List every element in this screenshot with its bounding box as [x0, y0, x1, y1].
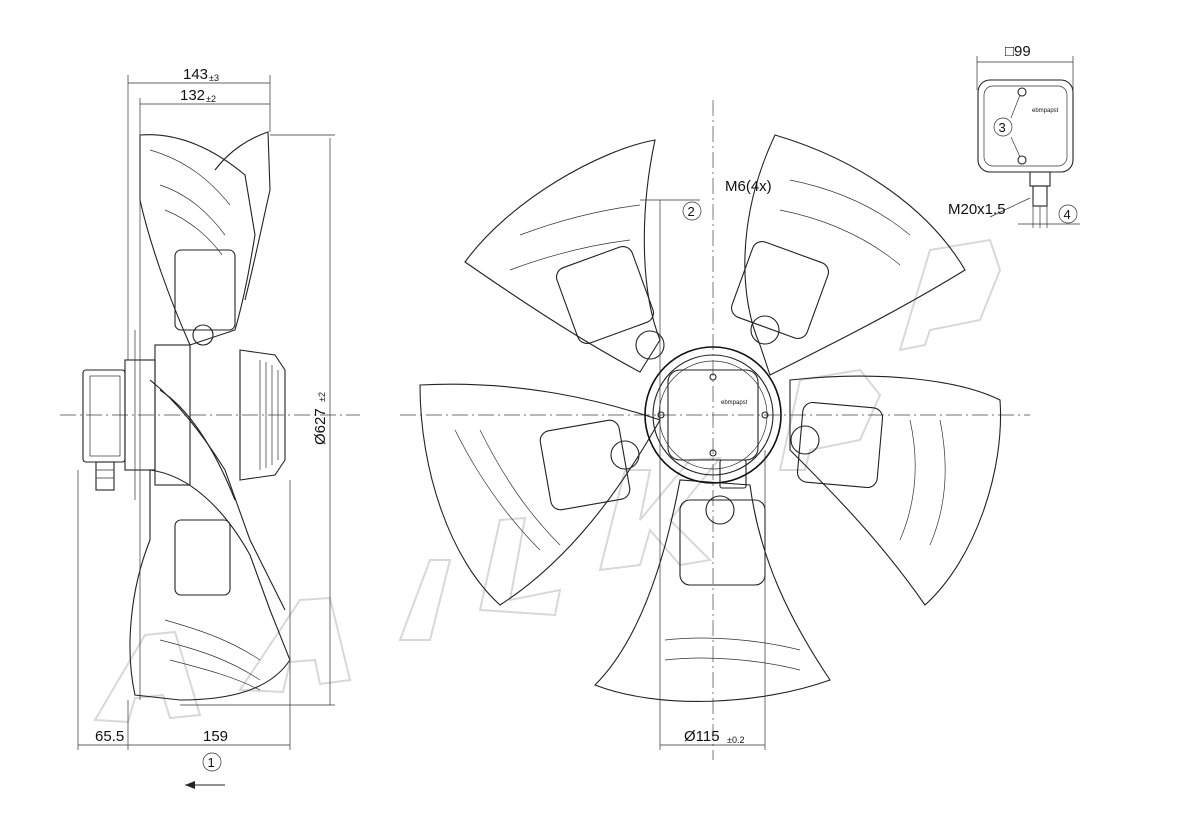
svg-text:4: 4 [1064, 207, 1071, 222]
dim-shaft-diameter: Ø115 [684, 728, 720, 745]
callout-4: 4 [1058, 204, 1078, 224]
callout-2: 2 [682, 201, 702, 221]
dim-width-total-tol: ±3 [209, 73, 219, 83]
dim-offset-body: 159 [203, 728, 228, 745]
box-brand-label: ebmpapst [1032, 108, 1059, 114]
motor-fins [259, 360, 279, 470]
terminal-box-view [976, 56, 1080, 228]
dim-box-size: □99 [1005, 43, 1031, 60]
callout-1: 1 [202, 752, 222, 772]
svg-text:1: 1 [208, 755, 215, 770]
dim-width-blade: 132 [180, 87, 205, 104]
dim-cable-gland: M20x1.5 [948, 201, 1006, 218]
svg-text:3: 3 [999, 120, 1006, 135]
dim-offset-box: 65.5 [95, 728, 124, 745]
dim-shaft-diameter-tol: ±0.2 [727, 735, 744, 745]
dim-width-total: 143 [183, 66, 208, 83]
dim-diameter: Ø627 [312, 408, 329, 445]
side-view [60, 75, 360, 789]
callout-3: 3 [993, 117, 1013, 137]
front-view [400, 100, 1030, 760]
dim-diameter-tol: ±2 [317, 392, 327, 402]
dim-thread-holes: M6(4x) [725, 178, 772, 195]
hub-brand-label: ebmpapst [721, 400, 748, 406]
dim-width-blade-tol: ±2 [206, 94, 216, 104]
svg-text:2: 2 [688, 204, 695, 219]
